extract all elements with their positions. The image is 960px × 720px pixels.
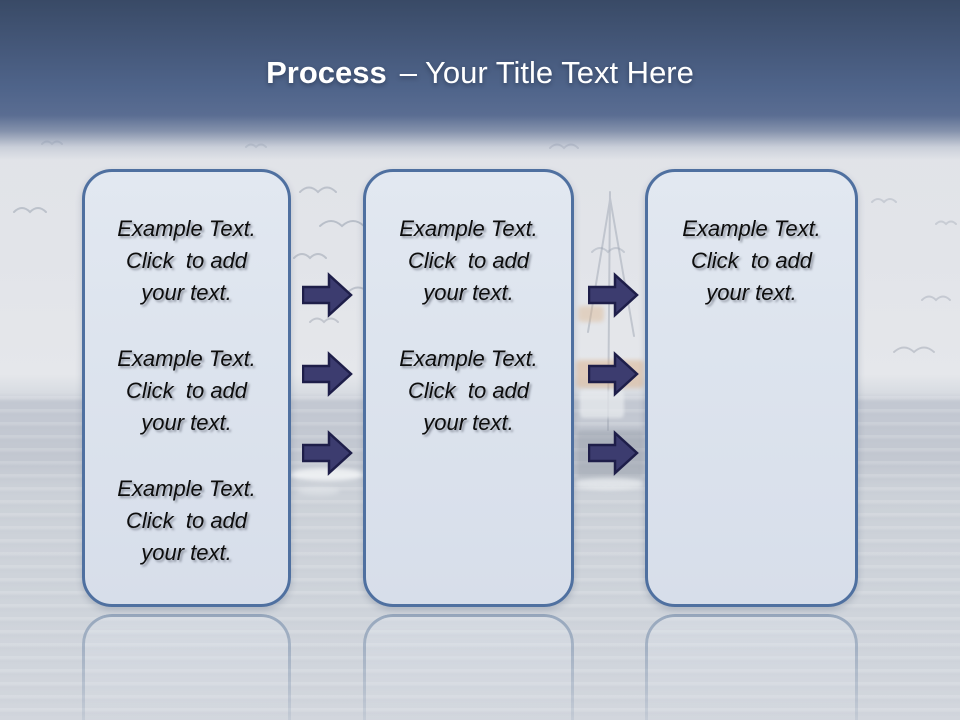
placeholder-line: Example Text. xyxy=(399,216,538,241)
placeholder-line: Example Text. xyxy=(399,346,538,371)
fishing-boat xyxy=(580,390,624,418)
right-block-arrow-icon[interactable] xyxy=(588,351,639,397)
text-placeholder[interactable]: Example Text. Click to add your text. xyxy=(93,473,280,569)
placeholder-line: your text. xyxy=(141,540,232,565)
right-block-arrow-icon[interactable] xyxy=(588,430,639,476)
text-placeholder[interactable]: Example Text. Click to add your text. xyxy=(93,213,280,309)
right-block-arrow-icon[interactable] xyxy=(302,351,353,397)
wave-foam xyxy=(298,487,340,495)
placeholder-line: your text. xyxy=(423,280,514,305)
placeholder-line: your text. xyxy=(706,280,797,305)
process-box-1[interactable]: Example Text. Click to add your text. Ex… xyxy=(82,169,291,607)
title-subtitle: – Your Title Text Here xyxy=(399,55,694,90)
process-box-3[interactable]: Example Text. Click to add your text. xyxy=(645,169,858,607)
placeholder-line: your text. xyxy=(141,410,232,435)
placeholder-line: Example Text. xyxy=(682,216,821,241)
title-keyword: Process xyxy=(266,55,387,90)
right-block-arrow-icon[interactable] xyxy=(588,272,639,318)
right-block-arrow-icon[interactable] xyxy=(302,430,353,476)
header-band xyxy=(0,0,960,160)
right-block-arrow-icon[interactable] xyxy=(302,272,353,318)
placeholder-line: your text. xyxy=(141,280,232,305)
wave-foam xyxy=(574,478,644,490)
placeholder-line: Click to add xyxy=(407,378,530,403)
placeholder-line: Example Text. xyxy=(117,346,256,371)
placeholder-line: Click to add xyxy=(125,248,248,273)
slide-title[interactable]: Process – Your Title Text Here xyxy=(0,54,960,92)
placeholder-line: Click to add xyxy=(690,248,813,273)
text-placeholder[interactable]: Example Text. Click to add your text. xyxy=(656,213,847,309)
placeholder-line: Click to add xyxy=(125,508,248,533)
text-placeholder[interactable]: Example Text. Click to add your text. xyxy=(93,343,280,439)
placeholder-line: Click to add xyxy=(125,378,248,403)
text-placeholder[interactable]: Example Text. Click to add your text. xyxy=(374,213,563,309)
process-box-2[interactable]: Example Text. Click to add your text. Ex… xyxy=(363,169,574,607)
placeholder-line: Example Text. xyxy=(117,476,256,501)
text-placeholder[interactable]: Example Text. Click to add your text. xyxy=(374,343,563,439)
box-reflection xyxy=(645,614,858,720)
placeholder-line: Click to add xyxy=(407,248,530,273)
box-reflection xyxy=(363,614,574,720)
fishing-boat xyxy=(578,306,604,322)
placeholder-line: your text. xyxy=(423,410,514,435)
wave-foam xyxy=(290,468,364,481)
placeholder-line: Example Text. xyxy=(117,216,256,241)
box-reflection xyxy=(82,614,291,720)
